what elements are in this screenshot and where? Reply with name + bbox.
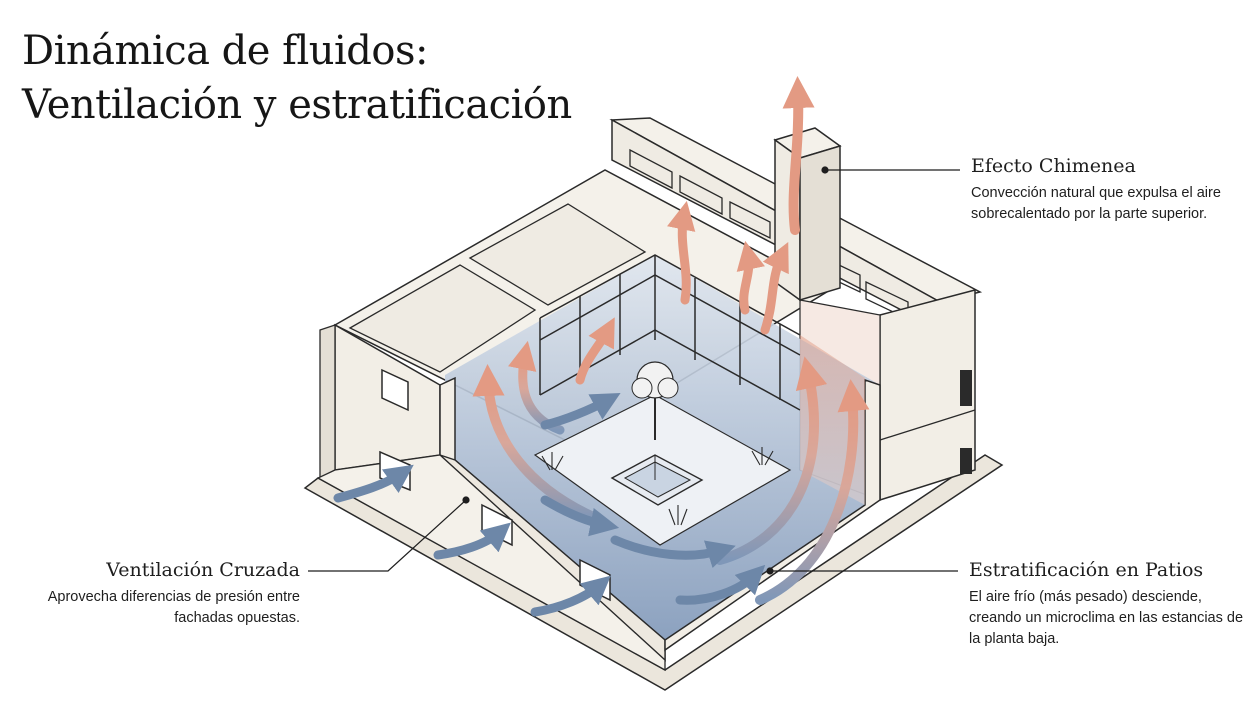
warm-air-arrows bbox=[575, 76, 815, 385]
title-line-1: Dinámica de fluidos: bbox=[22, 28, 428, 74]
title-line-2: Ventilación y estratificación bbox=[22, 82, 572, 128]
leader-lines bbox=[308, 166, 960, 575]
front-wall-outer bbox=[316, 454, 666, 672]
callout-chimney-effect: Efecto Chimenea Convección natural que e… bbox=[971, 155, 1243, 225]
fountain bbox=[610, 454, 704, 506]
callout-stratification: Estratificación en Patios El aire frío (… bbox=[969, 559, 1245, 650]
callout-chimney-heading: Efecto Chimenea bbox=[971, 155, 1136, 177]
cross-leader-dot bbox=[462, 496, 470, 504]
cross-ventilation-arrows bbox=[333, 464, 611, 617]
cool-air-arrows bbox=[540, 393, 766, 605]
callout-stratification-heading: Estratificación en Patios bbox=[969, 559, 1204, 581]
left-facade-side bbox=[319, 324, 336, 480]
cross-leader bbox=[308, 499, 467, 572]
callout-chimney-body: Convección natural que expulsa el aire s… bbox=[971, 185, 1221, 222]
callout-cross-ventilation: Ventilación Cruzada Aprovecha diferencia… bbox=[20, 559, 300, 629]
courtyard-plants bbox=[541, 447, 774, 526]
stratification-leader-dot bbox=[766, 567, 774, 575]
chimney bbox=[773, 127, 842, 302]
room-middle bbox=[468, 203, 647, 306]
callout-cross-heading: Ventilación Cruzada bbox=[106, 559, 300, 581]
room-left bbox=[348, 264, 537, 373]
convection-arrows bbox=[472, 340, 870, 605]
chimney-leader-dot bbox=[821, 166, 829, 174]
courtyard-tree bbox=[631, 361, 679, 440]
callout-stratification-body: El aire frío (más pesado) desciende, cre… bbox=[969, 589, 1244, 647]
page-title: Dinámica de fluidos: Ventilación y estra… bbox=[22, 24, 572, 132]
callout-cross-body: Aprovecha diferencias de presión entre f… bbox=[47, 589, 300, 626]
